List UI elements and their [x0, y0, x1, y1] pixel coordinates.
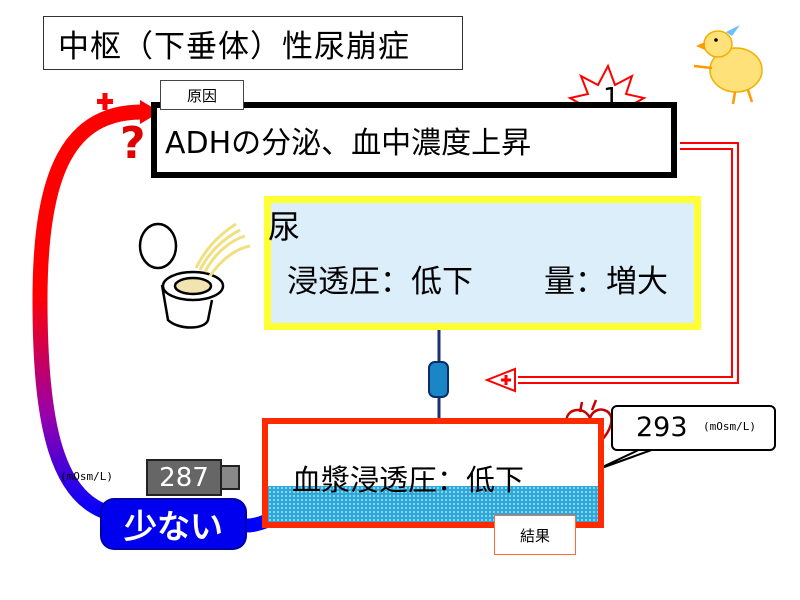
meter-cap	[220, 465, 240, 490]
cause-label: 原因	[160, 80, 244, 110]
adh-to-plasma-feedback-line	[484, 142, 739, 393]
urine-box	[264, 196, 701, 330]
page-title: 中枢（下垂体）性尿崩症	[43, 16, 463, 70]
osmolality-meter: 287	[146, 459, 222, 496]
toilet-icon	[138, 222, 251, 329]
plasma-value-unit: (mOsm/L)	[703, 420, 756, 433]
plasma-value: 293	[636, 412, 688, 443]
adh-cause-text: ADHの分泌、血中濃度上昇	[165, 126, 532, 161]
result-label: 結果	[494, 515, 576, 555]
adh-cause-box: ADHの分泌、血中濃度上昇	[151, 102, 677, 178]
low-badge-text: 少ない	[124, 507, 223, 546]
urine-title: 尿	[268, 208, 301, 246]
urine-osmolality: 浸透圧：低下	[287, 264, 473, 300]
meter-value: 287	[159, 462, 209, 493]
question-mark: ?	[120, 118, 146, 169]
meter-unit: (mOsm/L)	[60, 470, 113, 483]
plasma-osmolality-text: 血漿浸透圧：低下	[292, 463, 525, 497]
low-badge: 少ない	[102, 500, 245, 548]
plasma-value-callout	[611, 405, 776, 451]
plus-sign-loop	[97, 93, 113, 110]
urine-volume: 量：増大	[544, 264, 668, 300]
star-number: 1	[603, 83, 620, 113]
chick-icon	[693, 25, 763, 105]
